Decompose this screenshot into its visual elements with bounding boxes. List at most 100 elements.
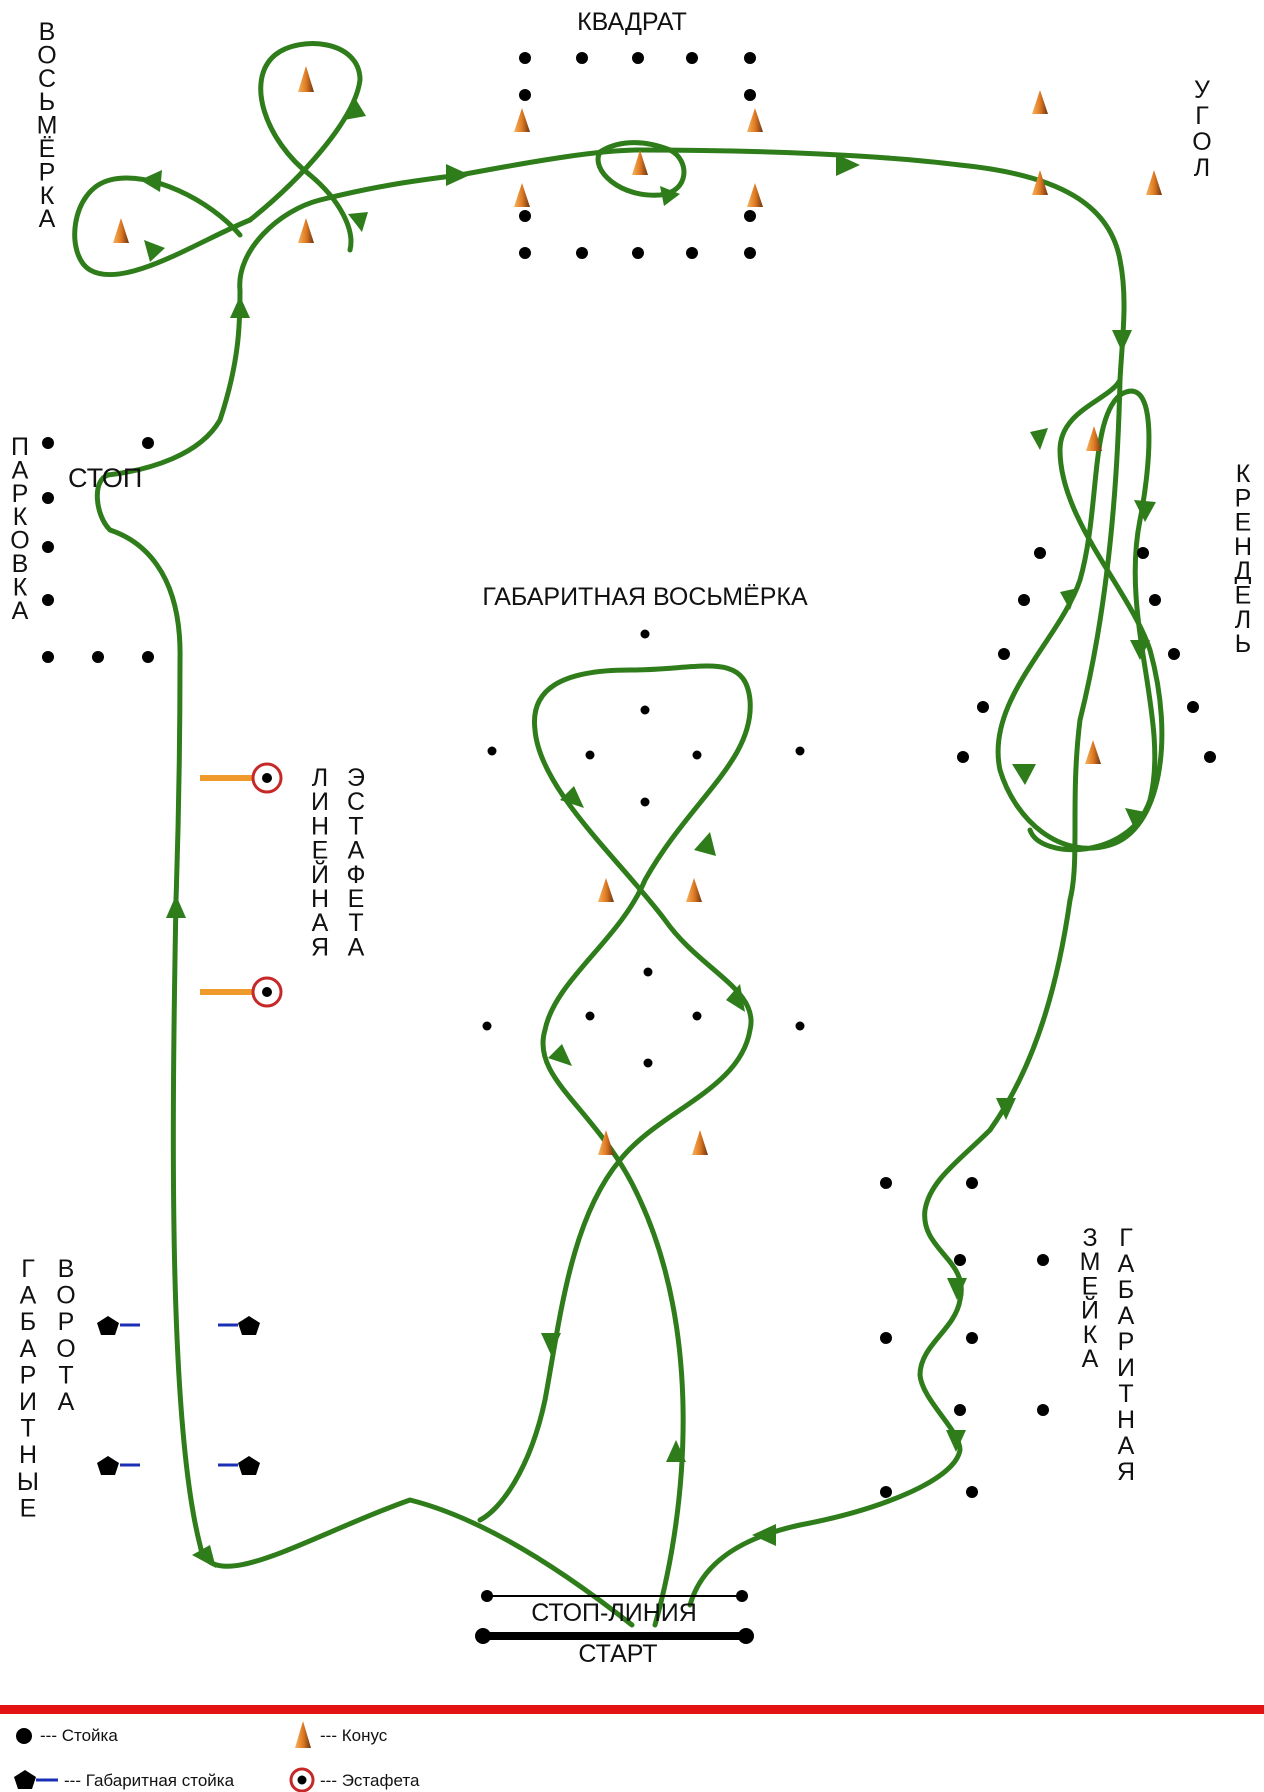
post — [795, 1021, 805, 1031]
legend-item-konus: --- Конус — [295, 1721, 388, 1748]
post — [1137, 547, 1149, 559]
arrow — [548, 1044, 572, 1066]
legend: --- Стойка --- Конус --- Габаритная стой… — [14, 1721, 420, 1792]
legend-item-estafeta: --- Эстафета — [289, 1767, 420, 1792]
post — [744, 89, 756, 101]
post — [42, 651, 54, 663]
post — [880, 1332, 892, 1344]
post — [1204, 751, 1216, 763]
post — [692, 1011, 702, 1021]
cone — [1086, 426, 1102, 451]
post — [1037, 1254, 1049, 1266]
relay-bottom — [200, 976, 283, 1008]
legend-label-gabaritnaya-stoyka: --- Габаритная стойка — [64, 1771, 235, 1790]
legend-item-stoyka: --- Стойка — [16, 1726, 118, 1745]
post — [744, 247, 756, 259]
post — [954, 1254, 966, 1266]
kvadrat-label: КВАДРАТ — [577, 8, 687, 36]
arrow — [666, 1440, 686, 1462]
arrow — [230, 296, 250, 318]
post — [42, 541, 54, 553]
post — [42, 492, 54, 504]
cone — [686, 878, 702, 902]
cone — [1032, 170, 1048, 195]
gate-post-icon — [14, 1770, 36, 1789]
legend-item-gabaritnaya-stoyka: --- Габаритная стойка — [14, 1770, 235, 1790]
post-icon — [16, 1728, 32, 1744]
post — [880, 1486, 892, 1498]
route-kvadrat-loop — [595, 140, 687, 198]
gate-post — [97, 1456, 140, 1475]
gate-post — [97, 1316, 140, 1335]
post — [692, 750, 702, 760]
cone-icon — [295, 1721, 311, 1748]
arrow — [192, 1545, 216, 1568]
legend-label-estafeta: --- Эстафета — [320, 1771, 420, 1790]
arrow — [726, 984, 745, 1012]
relay-top — [200, 762, 283, 794]
cone — [113, 218, 129, 243]
arrow — [752, 1524, 776, 1546]
post — [585, 1011, 595, 1021]
posts — [42, 52, 1216, 1498]
post — [632, 247, 644, 259]
legend-label-stoyka: --- Стойка — [40, 1726, 118, 1745]
post — [966, 1486, 978, 1498]
arrow — [1112, 330, 1132, 352]
cones — [113, 66, 1162, 1155]
arrow — [1134, 500, 1156, 522]
route-gabarit-vosmerka — [477, 663, 754, 1628]
arrow — [140, 170, 162, 192]
legend-separator — [0, 1705, 1264, 1714]
post — [482, 1021, 492, 1031]
post — [1034, 547, 1046, 559]
post — [632, 52, 644, 64]
cone — [747, 108, 763, 132]
start-label: СТАРТ — [578, 1640, 657, 1668]
arrow — [660, 186, 680, 206]
post — [42, 594, 54, 606]
gate-post — [218, 1316, 260, 1335]
cone — [598, 1130, 614, 1155]
cone — [298, 66, 314, 92]
post — [640, 705, 650, 715]
post — [1018, 594, 1030, 606]
post — [1187, 701, 1199, 713]
post — [686, 52, 698, 64]
cone — [632, 150, 648, 175]
arrow — [348, 212, 368, 232]
post — [640, 797, 650, 807]
arrow — [1012, 764, 1036, 785]
post — [880, 1177, 892, 1189]
post — [966, 1177, 978, 1189]
post — [957, 751, 969, 763]
arrow — [166, 895, 186, 918]
arrow — [996, 1098, 1016, 1120]
arrow — [541, 1333, 561, 1355]
post — [1149, 594, 1161, 606]
post — [1168, 648, 1180, 660]
post — [142, 437, 154, 449]
gabaritnaya-vosmerka-label: ГАБАРИТНАЯ ВОСЬМЁРКА — [482, 583, 808, 611]
arrow — [836, 154, 860, 176]
arrow — [947, 1278, 967, 1300]
relay-icon — [289, 1767, 315, 1792]
arrow — [1060, 588, 1078, 610]
post — [998, 648, 1010, 660]
route-main — [94, 147, 1127, 1628]
post — [744, 210, 756, 222]
